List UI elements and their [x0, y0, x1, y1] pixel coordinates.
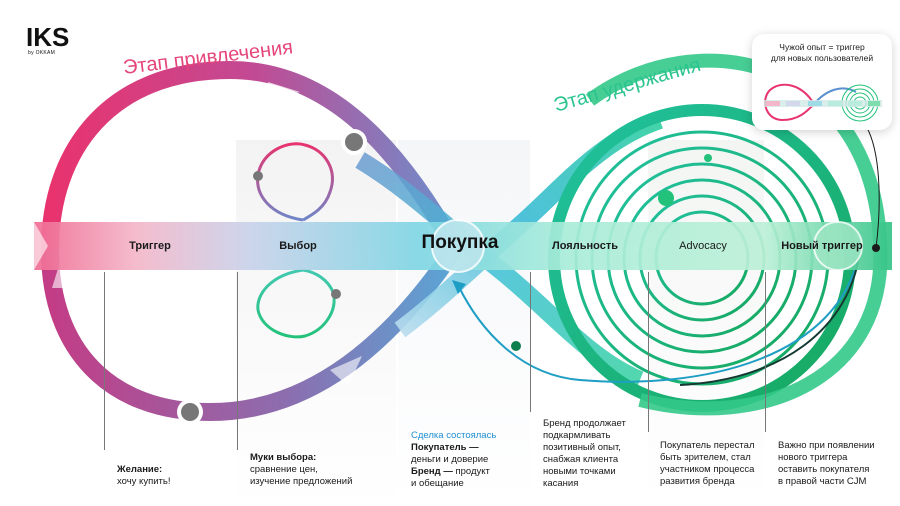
return-arrow-head [452, 280, 466, 294]
choice-dot [253, 171, 263, 181]
desc-desire-text: хочу купить! [117, 476, 171, 487]
desc-line: развития бренда [660, 476, 735, 487]
desc-line: позитивный опыт, [543, 442, 621, 453]
desc-line: новыми точками [543, 466, 616, 477]
inset-mini-diagram [764, 83, 882, 122]
desc-line: подкармливать [543, 430, 611, 441]
loop-marker [345, 133, 363, 151]
desc-deal-brand-text: продукт [455, 466, 490, 477]
arrow-marker [268, 82, 300, 100]
band-arrow-tip [34, 222, 48, 270]
desc-line: снабжая клиента [543, 454, 619, 465]
desc-line: касания [543, 478, 579, 489]
desc-deal-brand: Бренд — продукт [411, 466, 496, 478]
band-label-loyalty: Лояльность [552, 240, 618, 252]
inset-title: Чужой опыт = триггер для новых пользоват… [752, 42, 892, 64]
desc-deal-head: Сделка состоялась [411, 430, 497, 441]
attraction-loop-bottom [41, 242, 463, 422]
logo: IKS by OKKAM [26, 24, 69, 56]
new-trigger-node [813, 221, 863, 271]
divider-line [104, 272, 105, 450]
loop-marker [181, 403, 199, 421]
desc-deal-brand-bold: Бренд — [411, 466, 453, 477]
desc-advocacy: Покупатель перестал быть зрителем, стал … [660, 440, 755, 488]
desc-deal-buyer-text: деньги и доверие [411, 454, 489, 465]
inset-title-line: для новых пользователей [770, 53, 874, 63]
desc-deal-buyer: Покупатель — [411, 442, 496, 454]
desc-line: нового триггера [778, 452, 848, 463]
spiral-dot [511, 341, 521, 351]
arrow-marker [52, 262, 68, 288]
desc-desire-title: Желание: [117, 464, 163, 475]
return-arrow-dark [679, 249, 861, 386]
band-label-trigger: Триггер [129, 240, 171, 252]
purchase-node [431, 219, 485, 273]
divider-line [237, 272, 238, 450]
return-arrow [457, 249, 861, 383]
band-label-choice: Выбор [279, 240, 317, 252]
attraction-loop-top [41, 60, 463, 253]
inset-connector [865, 125, 880, 249]
inset-title-line: Чужой опыт = триггер [779, 42, 865, 52]
spiral-dot [658, 190, 674, 206]
desc-line: участником процесса [660, 464, 755, 475]
desc-choice-line: сравнение цен, [250, 464, 318, 475]
spiral-dot [704, 154, 712, 162]
desc-deal-buyer-bold: Покупатель — [411, 442, 479, 453]
desc-loyalty: Бренд продолжает подкармливать позитивны… [543, 418, 626, 490]
desc-line: быть зрителем, стал [660, 452, 751, 463]
desc-desire: Желание: хочу купить! [117, 464, 170, 488]
arrow-marker [330, 356, 362, 386]
desc-deal: Сделка состоялась Покупатель — деньги и … [411, 430, 496, 490]
desc-line: Бренд продолжает [543, 418, 626, 429]
desc-line: оставить покупателя [778, 464, 870, 475]
choice-loop-top [256, 142, 334, 222]
band-label-advocacy: Advocacy [679, 240, 727, 252]
logo-subtitle: by OKKAM [28, 50, 56, 56]
desc-choice-title: Муки выбора: [250, 452, 317, 463]
desc-deal-brand-text2: и обещание [411, 478, 464, 489]
choice-dot [331, 289, 341, 299]
desc-line: Покупатель перестал [660, 440, 755, 451]
band-label-new-trigger: Новый триггер [781, 240, 863, 252]
desc-line: в правой части CJM [778, 476, 867, 487]
divider-line [530, 272, 531, 412]
desc-choice: Муки выбора: сравнение цен, изучение пре… [250, 452, 352, 488]
desc-line: Важно при появлении [778, 440, 875, 451]
divider-line [765, 272, 766, 432]
divider-line [648, 272, 649, 432]
choice-loop-bottom [256, 268, 336, 339]
desc-choice-line: изучение предложений [250, 476, 353, 487]
desc-new-trigger: Важно при появлении нового триггера оста… [778, 440, 875, 488]
logo-wordmark: IKS [26, 22, 70, 52]
inset-card: Чужой опыт = триггер для новых пользоват… [752, 34, 892, 130]
band-label-purchase: Покупка [421, 232, 499, 253]
